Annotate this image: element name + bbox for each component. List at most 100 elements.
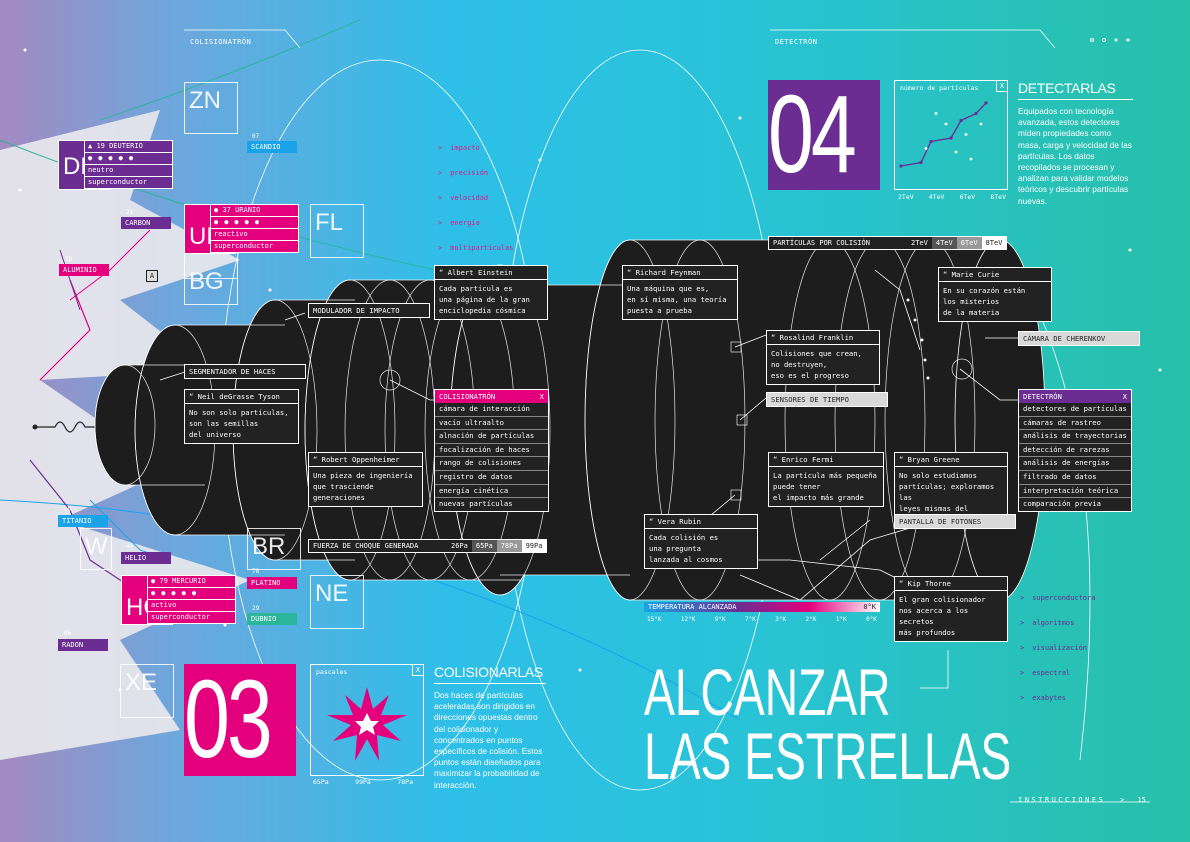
quote-author: Richard Feynman [635,268,701,277]
chart-scatter-point [934,112,938,115]
element-square-ne: NE [310,575,364,629]
particulas-scale: PARTÍCULAS POR COLISIÓN 2TeV 4TeV 6TeV 8… [768,236,1008,250]
element-tag-radon: RADON [58,639,108,651]
quote-author: Albert Einstein [447,268,513,277]
element-property-2: superconductor [88,178,148,186]
quote-author: Kip Thorne [907,579,951,588]
section-label-detectron: DETECTRÓN [775,38,818,46]
chart-line [900,102,987,167]
tick-label: 0°K [866,616,877,623]
feature-item: >precisión [438,169,489,177]
tick-label: 1°K [835,616,847,623]
element-number: 37 [222,206,231,214]
element-tag-scandio: SCANDIO [247,141,297,153]
element-number: 19 [96,142,105,150]
close-icon[interactable]: X [1122,392,1127,401]
element-square-bg: BG [184,264,238,305]
list-item: focalización de haces [435,444,548,458]
chart-title: pascales [316,668,348,676]
quote-fermi: “ Enrico Fermi La partícula más pequeña … [768,452,884,507]
body-text: Dos haces de partículas aceleradas son d… [434,690,543,790]
element-property-2: superconductor [214,242,274,250]
feature-item: >energía [438,219,480,227]
tick-label: 2TeV [898,193,914,201]
starburst-icon [327,687,407,761]
list-item: rango de colisiones [435,457,548,471]
footer: INSTRUCCIONES > 15 [1018,796,1146,804]
chart-point [919,160,923,165]
scale-value: 99Pa [521,540,547,552]
big-number: 04 [768,80,857,190]
pascal-chart: pascales X [310,664,424,776]
chart-scatter-point [954,150,958,154]
temperatura-ticks: 15°K 12°K 9°K 7°K 3°K 2°K 1°K 0°K [644,612,880,623]
quote-author: Robert Oppenheimer [321,455,400,464]
body-text: Equipados con tecnología avanzada, estos… [1018,106,1132,206]
list-item: filtrado de datos [1019,471,1131,485]
scale-value: 6TeV [956,237,982,249]
element-property-1: neutro [85,165,172,177]
element-property-1: reactivo [211,229,298,241]
scale-value: 8TeV [981,237,1007,249]
element-card-uranio: UR ● 37 URANIO ●●●●● reactivo supercondu… [184,204,299,254]
element-tag-platino: PLATINO [247,577,297,589]
tag-number: 44 [126,543,134,550]
tick-label: 4TeV [928,193,945,201]
element-square-br: BR [247,528,301,570]
close-icon[interactable]: X [539,392,544,401]
scale-value: 4TeV [931,237,957,249]
chart-title: número de partículas [900,84,979,92]
element-tag-titanio: TITANIO [58,515,108,527]
tag-number: 29 [252,605,260,612]
scale-value: 26Pa [447,540,472,552]
temperatura-value: 0°K [863,603,876,611]
title-line-2: LAS ESTRELLAS [644,719,1012,793]
tag-number: 09 [64,506,72,513]
panel-title: DETECTRÓN [1023,392,1062,401]
element-tag-helio: HELIO [121,552,171,564]
list-item: interpretación teórica [1019,485,1131,499]
main-title: ALCANZAR LAS ESTRELLAS [644,655,1012,793]
chart-scatter-point [944,122,948,126]
element-property-2: superconductor [151,613,211,621]
label-segmentador: SEGMENTADOR DE HACES [184,364,306,379]
tag-number: 06 [64,630,72,637]
fuerza-scale: FUERZA DE CHOQUE GENERADA 26Pa 65Pa 78Pa… [308,539,548,553]
quote-curie: “ Marie Curie En su corazón están los mi… [938,267,1052,322]
section-label-colisionatron: COLISIONATRÓN [190,38,252,46]
tick-label: 2°K [805,616,817,623]
element-square-xe: XE [120,664,174,718]
panel-title: COLISIONATRÓN [439,392,496,401]
element-square-fl: FL [310,204,364,258]
element-tag-dubnio: DUBNIO [247,613,297,625]
temperatura-label: TEMPERATURA ALCANZADA [648,603,737,611]
quote-einstein: “ Albert Einstein Cada partícula es una … [434,265,548,320]
close-icon[interactable]: X [996,81,1007,92]
title-line-1: ALCANZAR [644,655,891,729]
chart-scatter-point [979,122,983,126]
close-icon[interactable]: X [412,665,423,676]
label-cherenkov: CÁMARA DE CHERENKOV [1018,331,1140,346]
scale-value: 2TeV [907,237,932,249]
list-item: comparación previa [1023,499,1101,509]
element-square-zn: ZN [184,82,238,134]
quote-text: Una pieza de ingeniería que trasciende g… [313,471,413,502]
tick-label: 9°K [714,616,726,623]
quote-tyson: “ Neil deGrasse Tyson No son solo partíc… [184,389,299,444]
chart-point [974,111,978,116]
feature-item: >multiparticulas [438,244,514,252]
feature-item: >exabytes [1020,694,1066,702]
quote-author: Enrico Fermi [781,455,834,464]
tag-number: 07 [252,133,260,140]
list-item: cámaras de rastreo [1019,417,1131,431]
element-dots: ●●●●● [211,217,298,229]
feature-item: >algoritmos [1020,619,1075,627]
quote-text: Colisiones que crean, no destruyen, eso … [771,349,862,380]
element-card-table: ● 37 URANIO ●●●●● reactivo superconducto… [210,204,299,253]
tick-label: 6TeV [959,193,976,201]
circle-icon: ● [214,206,219,214]
list-item: vacío ultraalto [435,417,548,431]
list-item: detección de rarezas [1019,444,1131,458]
temperatura-header: TEMPERATURA ALCANZADA 0°K [644,602,880,612]
